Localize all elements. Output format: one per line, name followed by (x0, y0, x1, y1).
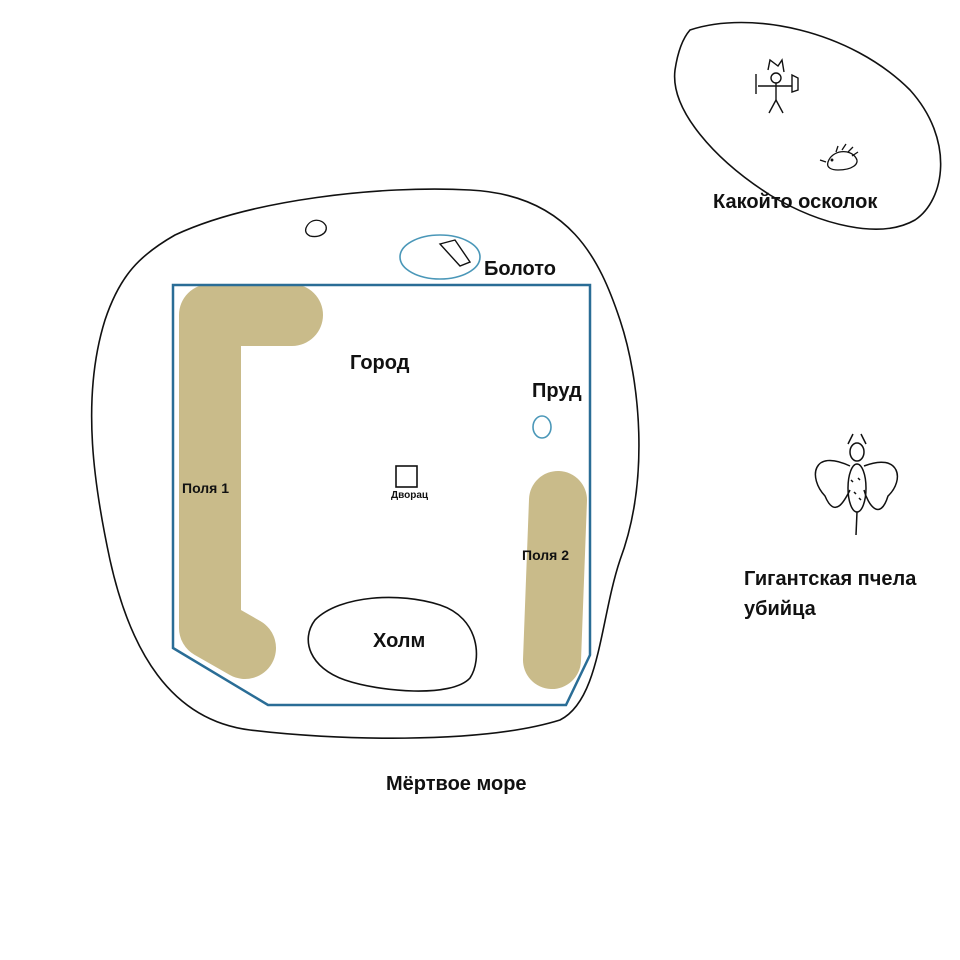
shard-island-outline (673, 21, 942, 230)
palace-label: Дворац (391, 490, 429, 501)
fields-1-label: Поля 1 (182, 480, 230, 496)
swamp-label: Болото (484, 258, 557, 280)
fields-2-label: Поля 2 (522, 547, 570, 563)
bee-label-line2: убийца (744, 598, 816, 620)
shard-label: Какойто осколок (713, 191, 878, 213)
fields-2-area (523, 471, 587, 689)
fields-1-area (179, 284, 323, 679)
city-wall (171, 283, 592, 707)
hedgehog-icon (819, 143, 859, 171)
warrior-figure-icon (755, 58, 799, 114)
giant-bee-icon (814, 433, 899, 536)
main-island-outline (90, 188, 640, 739)
city-label: Город (350, 352, 410, 374)
hill-outline (307, 596, 478, 692)
pond-area (532, 415, 552, 439)
swamp-island (438, 239, 472, 267)
hill-label: Холм (373, 630, 426, 652)
palace-square-icon (395, 465, 418, 488)
small-rock (304, 219, 327, 238)
dead-sea-label: Мёртвое море (386, 773, 527, 795)
swamp-area (399, 234, 481, 280)
bee-label-line1: Гигантская пчела (744, 568, 917, 590)
pond-label: Пруд (532, 380, 582, 402)
